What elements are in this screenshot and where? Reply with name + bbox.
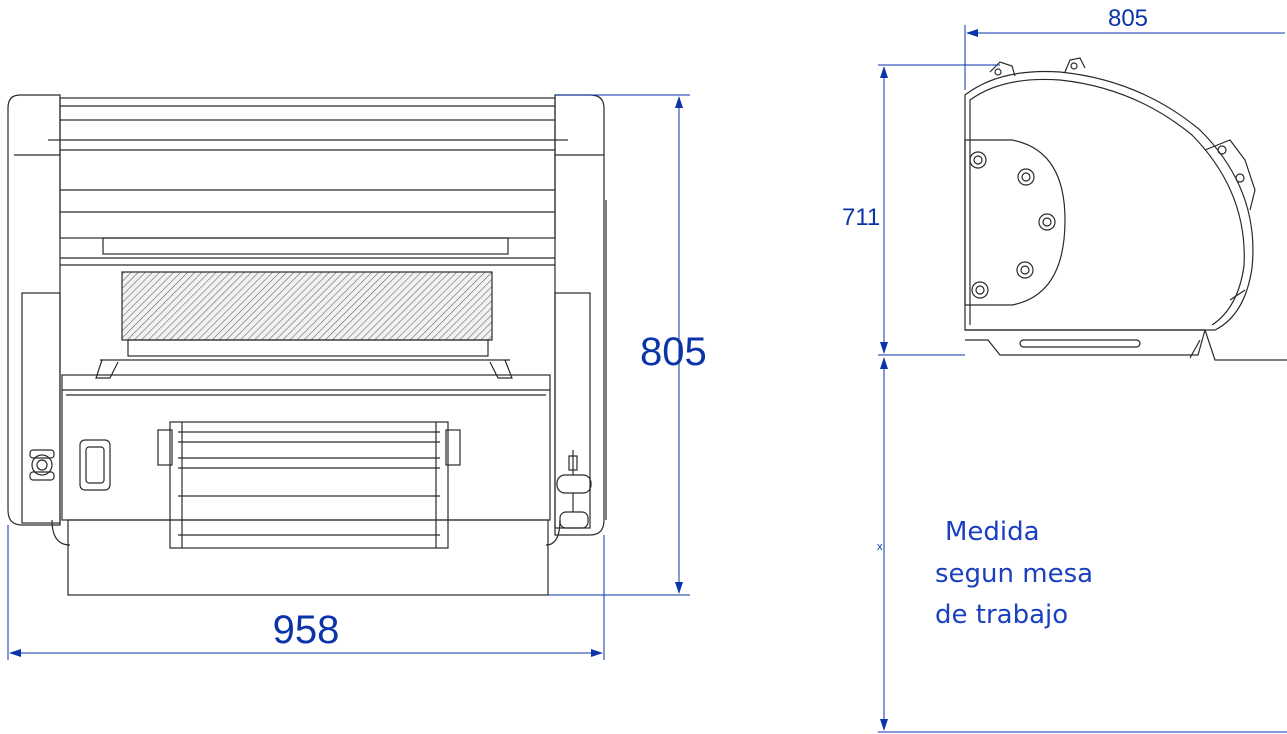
note-line-2: segun mesa [935, 559, 1093, 589]
left-knob-icon [29, 449, 55, 481]
front-roller [169, 421, 449, 549]
table-height-marker: x [877, 541, 883, 553]
top-roller-cover [59, 97, 556, 239]
front-width-label: 958 [273, 608, 340, 652]
adjustment-handle-icon [556, 450, 592, 529]
bottom-tray [67, 519, 549, 596]
base-foot [965, 329, 1206, 356]
side-dimensions [878, 25, 1287, 733]
side-plate [964, 139, 1066, 306]
left-side-housing [7, 94, 61, 526]
note-line-1: Medida [945, 517, 1040, 547]
front-height-label: 805 [640, 330, 707, 374]
bolt-icon [969, 151, 1056, 299]
lower-body [61, 374, 551, 521]
right-side-housing [554, 94, 605, 536]
side-view [964, 57, 1287, 361]
switch-panel [79, 439, 111, 491]
note-line-3: de trabajo [935, 600, 1068, 630]
hatched-dough-sheet [121, 271, 493, 341]
side-height-label: 711 [842, 204, 880, 231]
side-depth-label: 805 [1108, 5, 1148, 32]
front-dimensions [7, 94, 690, 660]
front-view [7, 94, 607, 596]
side-housing-outline [964, 70, 1254, 331]
